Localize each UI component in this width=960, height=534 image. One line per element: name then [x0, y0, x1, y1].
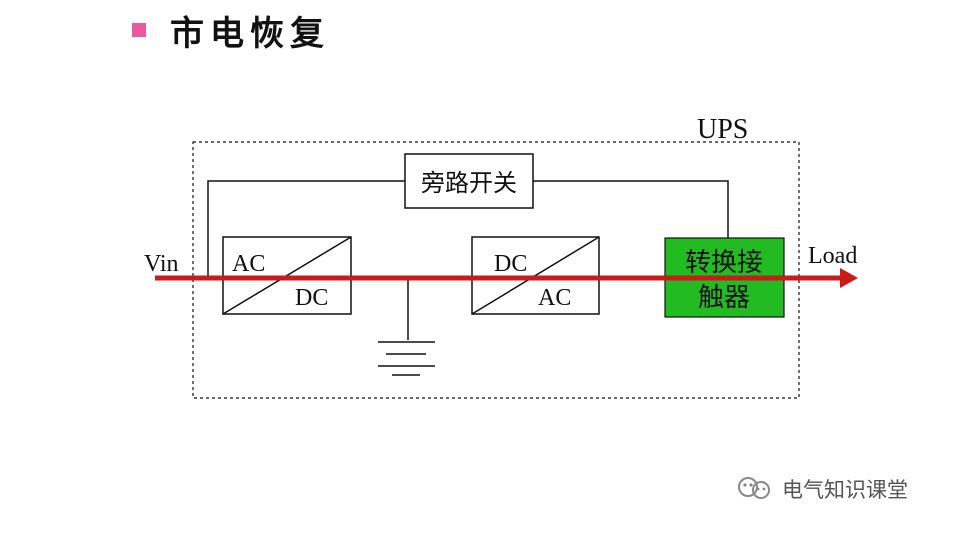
vin-label: Vin — [144, 251, 179, 277]
page-title: 市电恢复 — [170, 13, 330, 54]
inverter-dc-label: DC — [494, 251, 527, 277]
rectifier-ac-label: AC — [232, 251, 265, 277]
ups-label: UPS — [697, 114, 748, 145]
bullet-square — [132, 23, 146, 37]
watermark: 电气知识课堂 — [736, 474, 908, 504]
load-label: Load — [808, 243, 857, 269]
title-row: 市电恢复 — [132, 8, 330, 54]
bypass-switch-box — [404, 153, 534, 209]
bypass-wire-right — [533, 180, 729, 238]
wechat-icon — [736, 473, 776, 506]
transfer-contactor-line1: 转换接 — [685, 248, 763, 278]
power-flow-arrowhead — [840, 268, 858, 288]
watermark-text: 电气知识课堂 — [782, 478, 908, 502]
rectifier-dc-label: DC — [295, 285, 328, 311]
bypass-wire — [207, 180, 405, 278]
inverter-ac-label: AC — [538, 285, 571, 311]
ups-enclosure — [192, 141, 800, 399]
transfer-contactor-line2: 触器 — [698, 283, 750, 313]
bypass-switch-label: 旁路开关 — [421, 169, 517, 197]
